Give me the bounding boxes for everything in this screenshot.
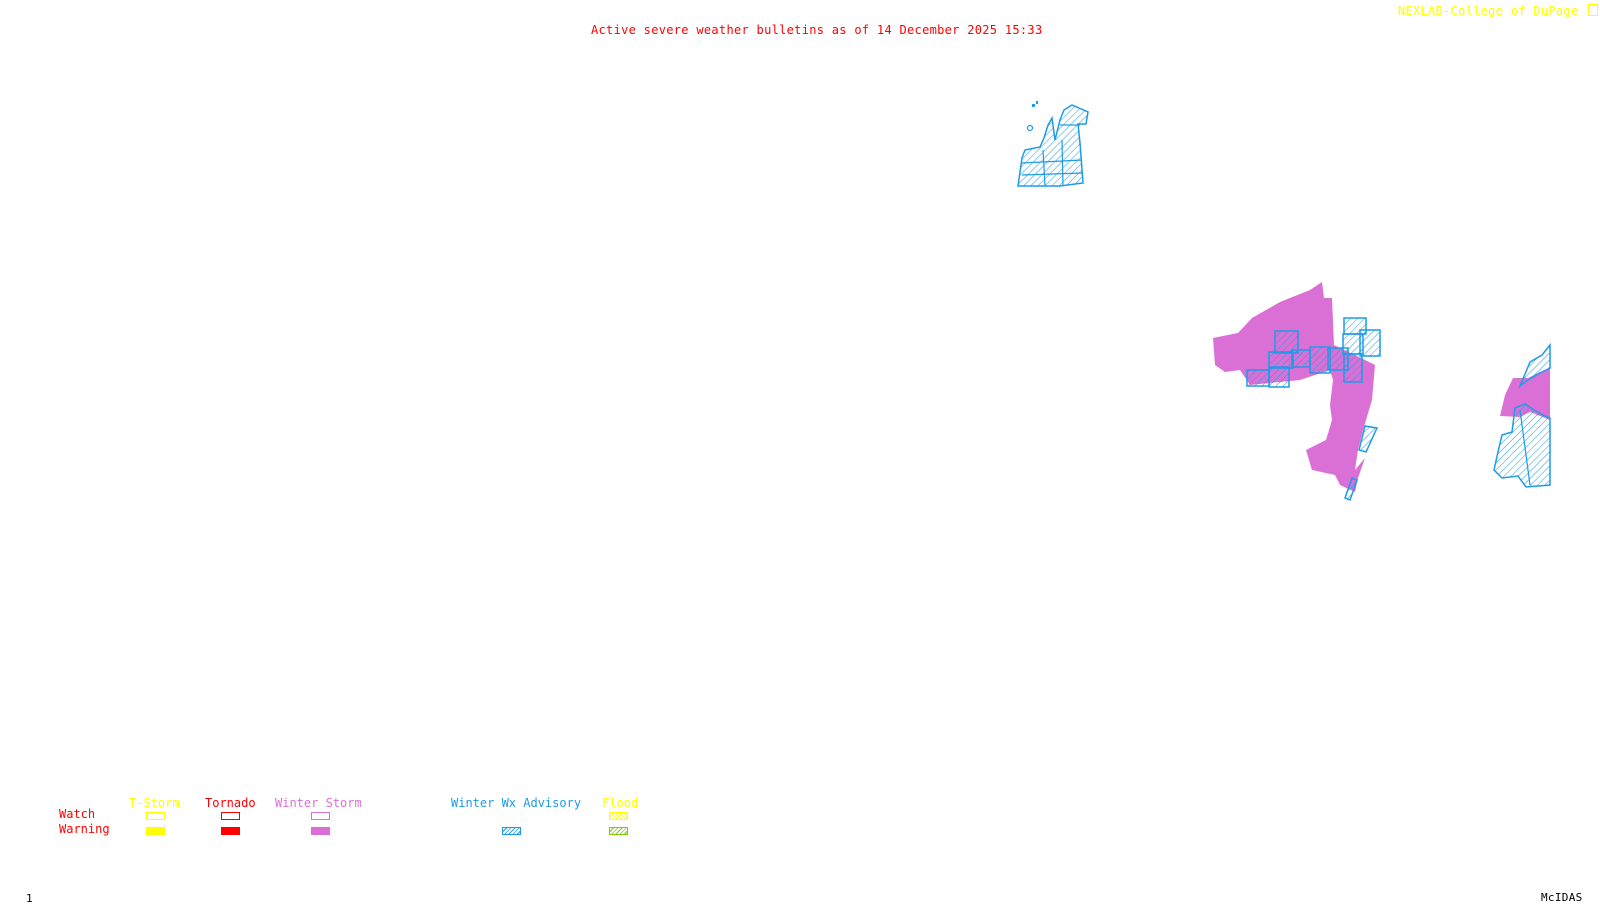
swatch-flood-warning: [609, 827, 628, 835]
central-winter-storm-warning: [1213, 282, 1375, 492]
eastern-winter-storm-warning: [1500, 368, 1550, 420]
swatch-tornado-watch: [221, 812, 240, 820]
swatch-tstorm-warning: [146, 827, 165, 835]
swatch-winter-storm-watch: [311, 812, 330, 820]
swatch-tornado-warning: [221, 827, 240, 835]
legend-col-winter-wx-advisory: Winter Wx Advisory: [451, 796, 582, 810]
legend-col-winter-storm: Winter Storm: [275, 796, 362, 810]
central-advisory-counties: [1246, 317, 1381, 501]
swatch-winter-wx-advisory-warning: [502, 827, 521, 835]
legend-col-tstorm: T-Storm: [129, 796, 180, 810]
legend-col-flood: Flood: [602, 796, 639, 810]
software-label: McIDAS: [1541, 891, 1583, 904]
eastern-advisory-area: [1493, 342, 1551, 488]
frame-number: 1: [26, 892, 33, 905]
credit-text: NEXLAB-College of DuPage: [1397, 4, 1579, 18]
swatch-winter-storm-warning: [311, 827, 330, 835]
map-title: Active severe weather bulletins as of 14…: [591, 23, 1043, 37]
corner-logo-icon: [1588, 4, 1598, 16]
northern-advisory-area: [1017, 101, 1089, 187]
credit-label: NEXLAB-College of DuPage: [1398, 4, 1598, 18]
legend-row-watch: Watch: [59, 807, 96, 821]
swatch-flood-watch: [609, 812, 628, 820]
legend-col-tornado: Tornado: [205, 796, 256, 810]
swatch-tstorm-watch: [146, 812, 165, 820]
legend-row-warning: Warning: [59, 822, 110, 836]
